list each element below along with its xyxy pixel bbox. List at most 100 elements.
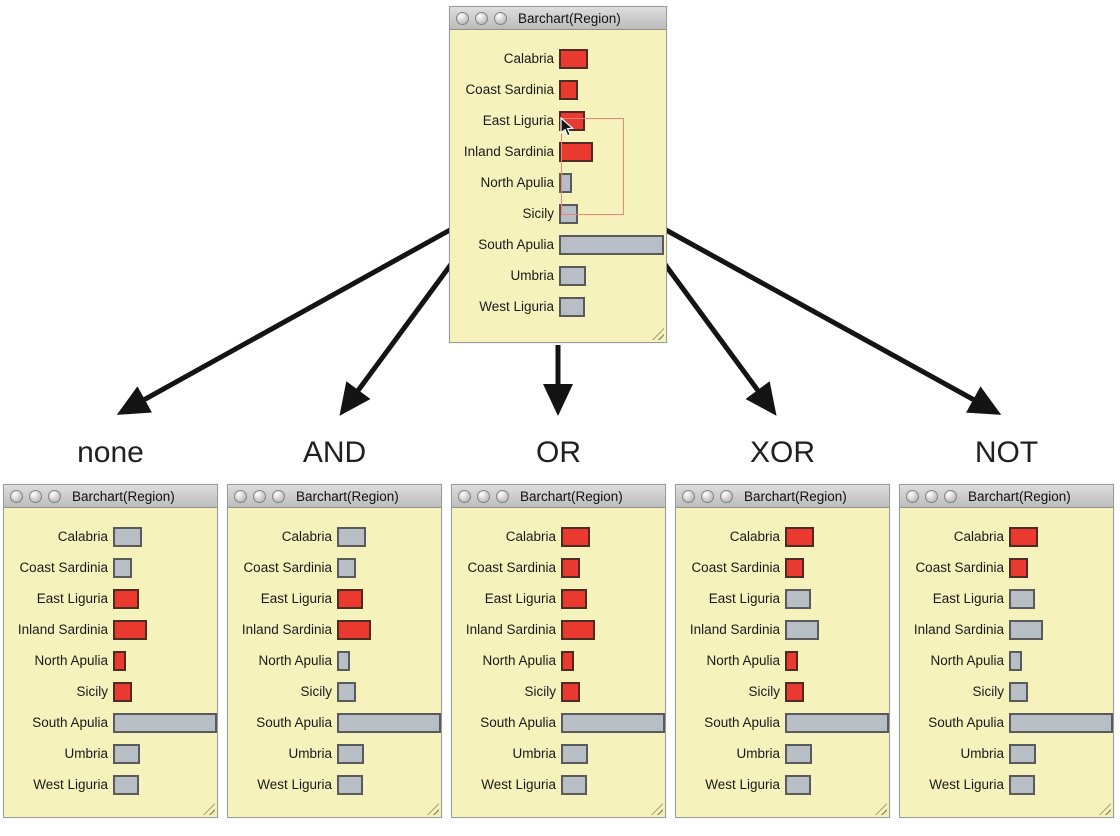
bar-coast-sardinia[interactable] [337, 557, 356, 578]
bar-umbria[interactable] [785, 743, 812, 764]
bar-label: Coast Sardinia [691, 560, 780, 575]
bar-label: Coast Sardinia [465, 82, 554, 97]
resize-handle[interactable] [652, 328, 664, 340]
resize-handle[interactable] [427, 803, 439, 815]
resize-handle[interactable] [875, 803, 887, 815]
close-button[interactable] [458, 489, 471, 503]
bar-inland-sardinia[interactable] [785, 619, 819, 640]
minimize-button[interactable] [29, 489, 42, 503]
bar-north-apulia[interactable] [1009, 650, 1022, 671]
zoom-button[interactable] [48, 489, 61, 503]
window-title: Barchart(Region) [518, 10, 621, 26]
bar-inland-sardinia[interactable] [561, 619, 595, 640]
bar-row: West Liguria [4, 769, 217, 800]
bar-south-apulia[interactable] [785, 712, 889, 733]
bar-east-liguria[interactable] [1009, 588, 1035, 609]
bar-south-apulia[interactable] [113, 712, 217, 733]
bar-west-liguria[interactable] [559, 296, 585, 317]
bar-umbria[interactable] [559, 265, 586, 286]
bar-north-apulia[interactable] [561, 650, 574, 671]
op-label-not: NOT [974, 436, 1039, 469]
zoom-button[interactable] [272, 489, 285, 503]
bar-sicily[interactable] [561, 681, 580, 702]
bar-north-apulia[interactable] [113, 650, 126, 671]
bar-sicily[interactable] [337, 681, 356, 702]
zoom-button[interactable] [496, 489, 509, 503]
bar-umbria[interactable] [337, 743, 364, 764]
minimize-button[interactable] [253, 489, 266, 503]
bar-sicily[interactable] [1009, 681, 1028, 702]
bar-east-liguria[interactable] [561, 588, 587, 609]
window-titlebar[interactable]: Barchart(Region) [900, 485, 1113, 508]
bar-north-apulia[interactable] [559, 172, 572, 193]
window-titlebar[interactable]: Barchart(Region) [676, 485, 889, 508]
bar-umbria[interactable] [113, 743, 140, 764]
bar-sicily[interactable] [559, 203, 578, 224]
bar-rows: Calabria Coast Sardinia East Liguria Inl… [676, 508, 889, 800]
bar-east-liguria[interactable] [785, 588, 811, 609]
bar-coast-sardinia[interactable] [785, 557, 804, 578]
resize-handle[interactable] [203, 803, 215, 815]
bar-north-apulia[interactable] [785, 650, 798, 671]
bar-calabria[interactable] [337, 526, 366, 547]
resize-handle[interactable] [651, 803, 663, 815]
bar-east-liguria[interactable] [337, 588, 363, 609]
minimize-button[interactable] [701, 489, 714, 503]
bar-west-liguria[interactable] [561, 774, 587, 795]
bar-sicily[interactable] [113, 681, 132, 702]
bar-label: East Liguria [36, 591, 108, 606]
resize-handle[interactable] [1099, 803, 1111, 815]
bar-umbria[interactable] [1009, 743, 1036, 764]
window-titlebar[interactable]: Barchart(Region) [4, 485, 217, 508]
minimize-button[interactable] [475, 11, 488, 25]
bar-coast-sardinia[interactable] [561, 557, 580, 578]
bar-calabria[interactable] [113, 526, 142, 547]
bar-sicily[interactable] [785, 681, 804, 702]
bar-row: North Apulia [452, 645, 665, 676]
bar-label: Umbria [288, 746, 332, 761]
window-titlebar[interactable]: Barchart(Region) [450, 7, 666, 30]
bar-west-liguria[interactable] [113, 774, 139, 795]
bar-coast-sardinia[interactable] [113, 557, 132, 578]
bar-west-liguria[interactable] [785, 774, 811, 795]
bar-inland-sardinia[interactable] [113, 619, 147, 640]
zoom-button[interactable] [944, 489, 957, 503]
bar-south-apulia[interactable] [1009, 712, 1113, 733]
bar-north-apulia[interactable] [337, 650, 350, 671]
bar-inland-sardinia[interactable] [337, 619, 371, 640]
bar-calabria[interactable] [785, 526, 814, 547]
bar-calabria[interactable] [1009, 526, 1038, 547]
bar-row: Inland Sardinia [450, 136, 666, 167]
bar-calabria[interactable] [561, 526, 590, 547]
close-button[interactable] [10, 489, 23, 503]
close-button[interactable] [906, 489, 919, 503]
close-button[interactable] [682, 489, 695, 503]
bar-umbria[interactable] [561, 743, 588, 764]
window-titlebar[interactable]: Barchart(Region) [228, 485, 441, 508]
bar-south-apulia[interactable] [337, 712, 441, 733]
bar-row: West Liguria [452, 769, 665, 800]
bar-west-liguria[interactable] [337, 774, 363, 795]
bar-inland-sardinia[interactable] [559, 141, 593, 162]
bar-inland-sardinia[interactable] [1009, 619, 1043, 640]
close-button[interactable] [456, 11, 469, 25]
zoom-button[interactable] [720, 489, 733, 503]
bar-coast-sardinia[interactable] [559, 79, 578, 100]
rubber-band-selection[interactable] [561, 118, 624, 215]
bar-south-apulia[interactable] [559, 234, 664, 255]
minimize-button[interactable] [925, 489, 938, 503]
bar-coast-sardinia[interactable] [1009, 557, 1028, 578]
bar-east-liguria[interactable] [113, 588, 139, 609]
bar-south-apulia[interactable] [561, 712, 665, 733]
bar-calabria[interactable] [559, 48, 588, 69]
close-button[interactable] [234, 489, 247, 503]
bar-west-liguria[interactable] [1009, 774, 1035, 795]
window-titlebar[interactable]: Barchart(Region) [452, 485, 665, 508]
bar-label: South Apulia [928, 715, 1004, 730]
zoom-button[interactable] [494, 11, 507, 25]
bar-label: North Apulia [480, 175, 554, 190]
minimize-button[interactable] [477, 489, 490, 503]
bar-label: Calabria [505, 529, 556, 544]
bar-label: East Liguria [484, 591, 556, 606]
bar-label: North Apulia [930, 653, 1004, 668]
